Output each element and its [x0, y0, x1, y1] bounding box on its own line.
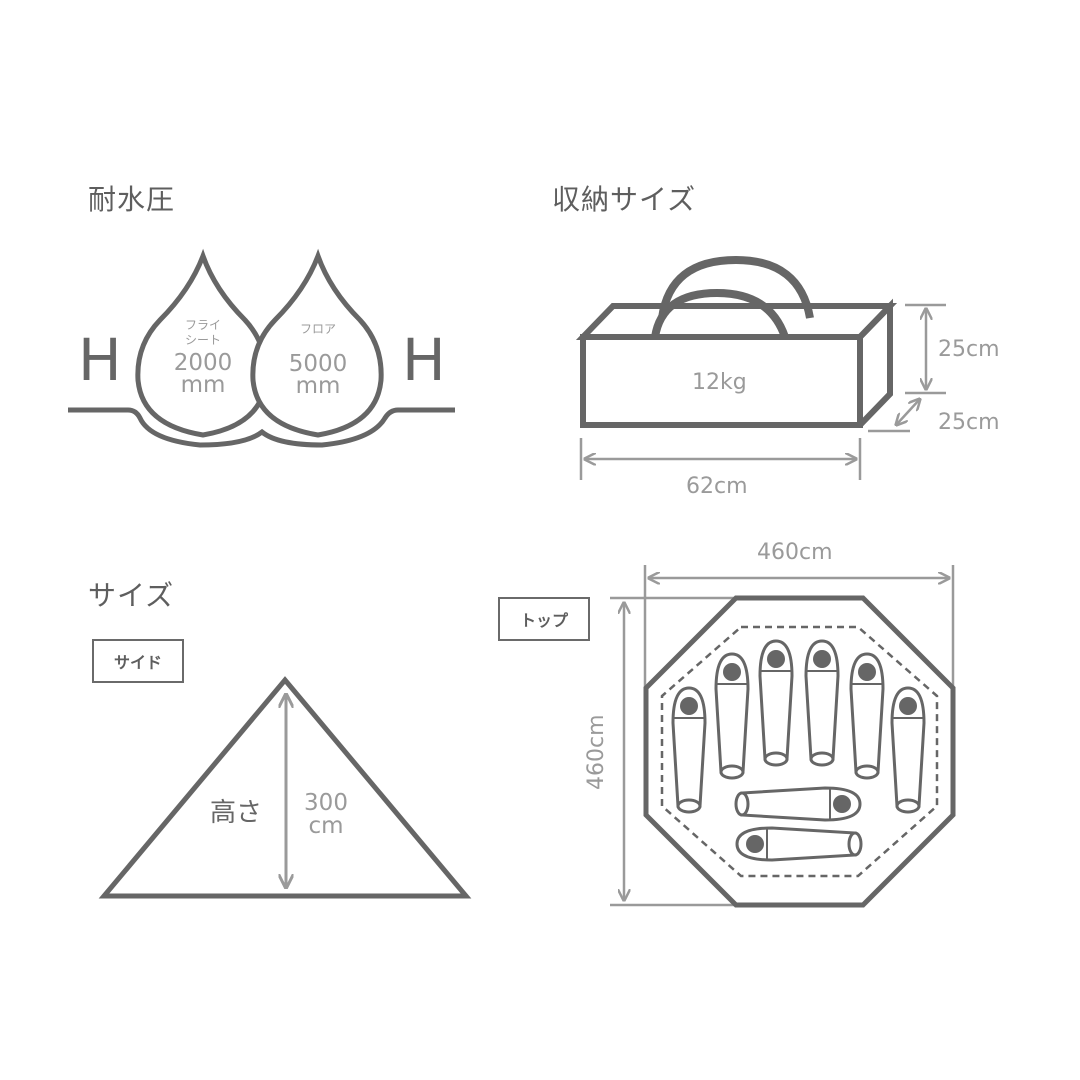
- storage-title: 収納サイズ: [552, 183, 697, 216]
- storage-dimensions: [579, 303, 946, 480]
- sleeping-bag-4: [804, 639, 840, 767]
- top-dimensions: [610, 565, 955, 907]
- storage-depth: 25cm: [938, 410, 1000, 435]
- side-view-tag: サイド: [92, 639, 184, 683]
- top-view-illustration: [610, 565, 956, 908]
- bag-front-face: [580, 334, 863, 428]
- storage-bag-illustration: [575, 255, 898, 428]
- top-width: 460cm: [757, 540, 833, 565]
- size-title: サイズ: [88, 579, 175, 612]
- floor-value: 5000: [288, 351, 348, 377]
- fly-sheet-label-group: フライ シート 2000 mm: [163, 318, 243, 398]
- top-depth: 460cm: [584, 714, 609, 790]
- sleeping-bag-7: [734, 786, 862, 822]
- height-label: 高さ: [210, 798, 263, 828]
- side-view-illustration: [98, 676, 472, 899]
- water-drop-floor: [250, 248, 384, 438]
- storage-width: 62cm: [686, 474, 748, 499]
- waterproof-title: 耐水圧: [88, 183, 176, 216]
- height-unit: cm: [308, 813, 344, 839]
- sleeping-bag-8: [735, 826, 863, 862]
- storage-height: 25cm: [938, 337, 1000, 362]
- fly-sheet-label-line1: フライ: [184, 318, 221, 332]
- bag-handle-back: [658, 255, 814, 319]
- waterproof-illustration: [68, 248, 455, 448]
- sleeping-bag-2: [714, 652, 750, 780]
- left-h-letter: H: [78, 326, 122, 394]
- top-view-tag: トップ: [498, 597, 590, 641]
- bag-handle-front: [651, 288, 789, 339]
- sleeping-bag-6: [890, 686, 926, 814]
- sleeping-bags: [671, 639, 926, 862]
- height-value: 300: [304, 790, 348, 816]
- water-drop-fly-sheet: [135, 248, 269, 438]
- floor-label-group: フロア 5000 mm: [278, 322, 358, 399]
- floor-label: フロア: [299, 322, 336, 336]
- ground-water-line: [68, 407, 455, 448]
- sleeping-bag-3: [758, 639, 794, 767]
- storage-weight: 12kg: [692, 370, 747, 395]
- fly-sheet-value: 2000: [173, 350, 233, 376]
- sleeping-bag-5: [849, 652, 885, 780]
- floor-unit: mm: [295, 373, 341, 399]
- right-h-letter: H: [402, 326, 446, 394]
- fly-sheet-label-line2: シート: [184, 333, 221, 347]
- sleeping-bag-1: [671, 686, 707, 814]
- fly-sheet-unit: mm: [180, 372, 226, 398]
